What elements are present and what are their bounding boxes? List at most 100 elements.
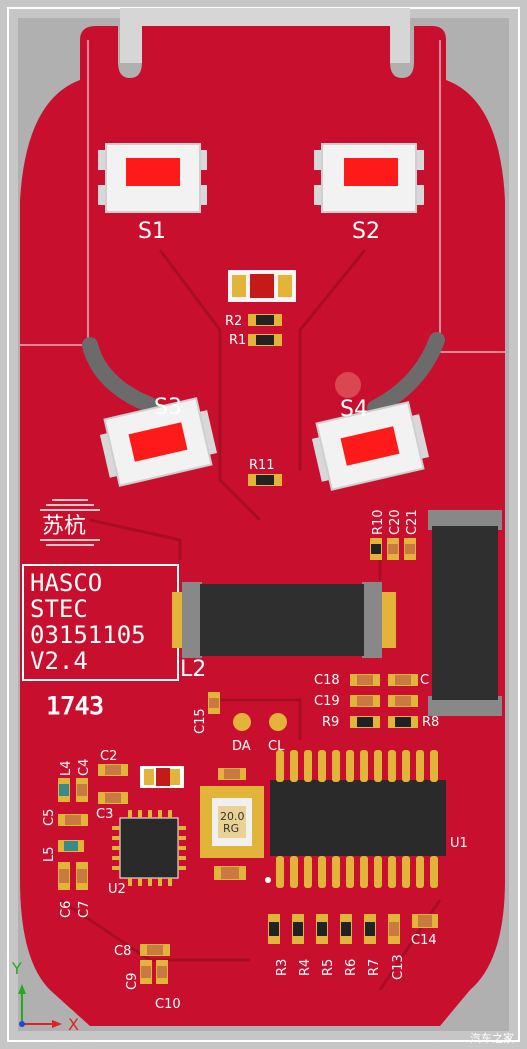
u1-pin <box>346 750 354 782</box>
u1-pin <box>290 750 298 782</box>
u2-pin <box>178 866 186 870</box>
u1-pin <box>304 750 312 782</box>
u1-pin <box>276 750 284 782</box>
label-r11: R11 <box>249 458 275 473</box>
label-c13: C13 <box>391 954 406 980</box>
switch-s1 <box>98 143 207 213</box>
u1-pin <box>416 856 424 888</box>
label-l5: L5 <box>42 846 57 862</box>
cap-c14 <box>412 914 438 928</box>
switch-s4 <box>311 401 429 491</box>
label-c6: C6 <box>59 901 74 918</box>
logo-text: 苏杭 <box>42 514 86 539</box>
u2-pin <box>148 810 152 818</box>
label-r10: R10 <box>371 509 386 535</box>
crystal-mark-1: 20.0 <box>220 810 245 823</box>
label-u1: U1 <box>450 836 468 851</box>
u1-pin <box>374 750 382 782</box>
label-c2: C2 <box>100 749 117 764</box>
cap-c3-upper <box>98 792 128 804</box>
label-c19: C19 <box>314 694 340 709</box>
u2-pin <box>158 810 162 818</box>
u1-pin <box>430 750 438 782</box>
u2-pin <box>138 878 142 886</box>
cap-c5 <box>58 814 88 826</box>
cap-c8 <box>140 944 170 956</box>
slot-right <box>367 332 445 416</box>
label-da: DA <box>232 739 251 754</box>
cap-c18b <box>388 674 418 686</box>
silk-line-2: STEC <box>30 595 88 623</box>
switch-s3 <box>99 397 217 487</box>
label-r5: R5 <box>321 959 336 976</box>
company-logo <box>40 499 100 546</box>
via-marker <box>335 372 361 398</box>
u2-pin <box>112 866 120 870</box>
crystal <box>200 786 264 858</box>
u1-pin <box>304 856 312 888</box>
axis-y-label: Y <box>11 959 22 978</box>
label-c7: C7 <box>77 901 92 918</box>
label-l4: L4 <box>59 760 74 776</box>
u1-pin <box>388 750 396 782</box>
label-c20: C20 <box>388 509 403 535</box>
label-r8: R8 <box>422 715 439 730</box>
u1-pin <box>430 856 438 888</box>
cap-c7 <box>76 862 88 890</box>
u1-pin <box>402 750 410 782</box>
silk-line-4: V2.4 <box>30 647 88 675</box>
small-cap-bottom <box>214 866 246 880</box>
u2-pin <box>112 826 120 830</box>
label-c5: C5 <box>42 809 57 826</box>
diode-d1 <box>140 766 184 788</box>
cap-c2 <box>98 764 128 776</box>
u2-pin <box>178 826 186 830</box>
u2-pin <box>178 846 186 850</box>
resistor-r9 <box>350 716 380 728</box>
inductor-l5 <box>58 840 84 852</box>
crystal-mark-2: RG <box>223 822 239 835</box>
resistor-r2 <box>248 314 282 326</box>
u2-pin <box>178 836 186 840</box>
pin1-dot <box>265 877 271 883</box>
u1-pin <box>318 856 326 888</box>
label-c10: C10 <box>155 997 181 1012</box>
label-r2: R2 <box>225 314 242 329</box>
code-mark: 1743 <box>46 692 104 720</box>
u2-pin <box>128 878 132 886</box>
label-c4: C4 <box>77 759 92 776</box>
label-s1: S1 <box>138 219 166 244</box>
label-c3: C3 <box>96 807 113 822</box>
parts-r10-c20-c21 <box>370 538 416 560</box>
label-c-right: C <box>420 673 429 688</box>
label-c8: C8 <box>114 944 131 959</box>
u1-pin <box>402 856 410 888</box>
inductor-right <box>428 510 502 716</box>
u1-pin <box>388 856 396 888</box>
label-c15: C15 <box>193 708 208 734</box>
testpoint-da <box>233 713 251 731</box>
bottom-resistor-row <box>268 914 400 944</box>
label-c9: C9 <box>125 973 140 990</box>
resistor-r11 <box>248 474 282 486</box>
u1-pin <box>276 856 284 888</box>
ic-u2-pins <box>112 810 186 886</box>
u2-pin <box>112 846 120 850</box>
label-r4: R4 <box>298 959 313 976</box>
center-diode <box>228 270 296 302</box>
inductor-l4 <box>58 778 70 802</box>
ic-u2 <box>119 817 179 879</box>
silk-line-1: HASCO <box>30 569 102 597</box>
u2-pin <box>128 810 132 818</box>
u2-pin <box>178 856 186 860</box>
cap-c18 <box>350 674 380 686</box>
u1-pin <box>346 856 354 888</box>
u1-pin <box>318 750 326 782</box>
label-s4: S4 <box>340 397 368 422</box>
resistor-r1 <box>248 334 282 346</box>
u2-pin <box>168 810 172 818</box>
slot-left <box>82 337 158 413</box>
small-cap-top <box>218 768 246 780</box>
label-u2: U2 <box>108 882 126 897</box>
